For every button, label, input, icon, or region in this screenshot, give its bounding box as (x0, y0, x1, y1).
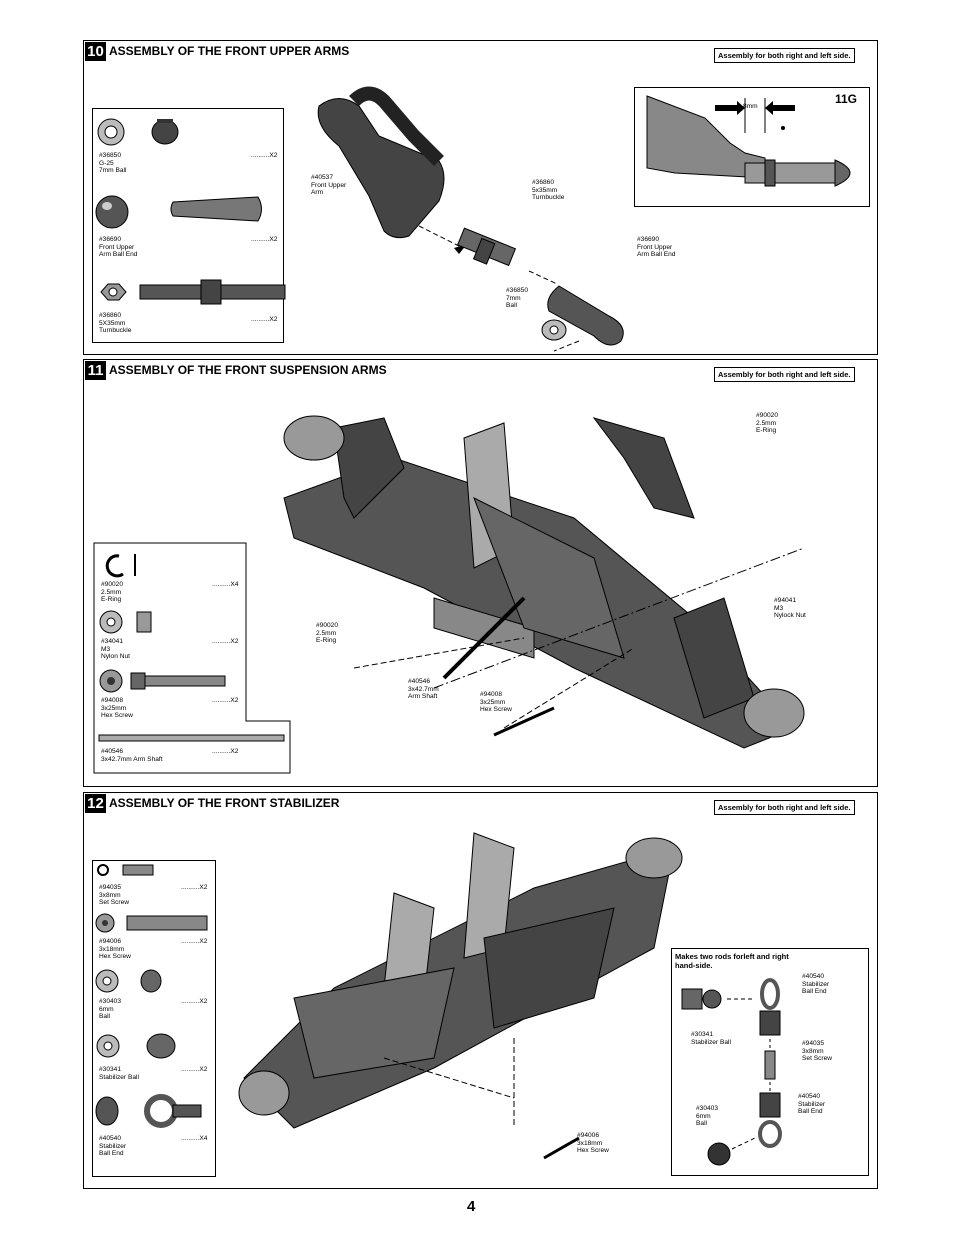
stabilizer-rod-inset: Makes two rods forleft and right hand-si… (671, 948, 869, 1176)
step-number: 10 (85, 42, 106, 61)
callout-turnbuckle: #36860 5x35mm Turnbuckle (532, 179, 565, 202)
part-qty: ..........X2 (251, 236, 278, 243)
part-label: #94008 3x25mm Hex Screw (101, 697, 133, 720)
callout-arm: #40537 Front Upper Arm (311, 174, 347, 197)
dimension-label: 8mm (743, 103, 758, 110)
part-label: #90020 2.5mm E-Ring (101, 581, 124, 604)
both-sides-note: Assembly for both right and left side. (714, 367, 855, 382)
callout-shaft: #40546 3x42.7mm Arm Shaft (408, 678, 439, 701)
inset-ballend-bottom: #40540 Stabilizer Ball End (798, 1093, 826, 1116)
step-number: 12 (85, 794, 106, 813)
section-title: ASSEMBLY OF THE FRONT STABILIZER (109, 796, 340, 810)
part-label: #34041 M3 Nylon Nut (101, 638, 130, 661)
step-number: 11 (85, 361, 106, 380)
part-qty: ..........X2 (212, 748, 239, 755)
callout-ballend: #36690 Front Upper Arm Ball End (637, 236, 676, 259)
inset-stabilizer-ball: #30341 Stabilizer Ball (691, 1031, 731, 1046)
parts-list-outline (93, 542, 291, 774)
part-qty: ..........X2 (212, 697, 239, 704)
upper-arm-exploded-view (317, 86, 624, 352)
section-12: 12 ASSEMBLY OF THE FRONT STABILIZER Asse… (83, 792, 878, 1189)
part-label: #94035 3x8mm Set Screw (99, 884, 130, 907)
part-qty: ..........X2 (181, 938, 208, 945)
part-label: #36860 5X35mm Turnbuckle (99, 312, 132, 335)
inset-ballend-top: #40540 Stabilizer Ball End (802, 973, 830, 996)
part-label: #30403 6mm Ball (99, 998, 122, 1021)
callout-nut: #94041 M3 Nylock Nut (774, 597, 806, 620)
length-detail-box: 8mm 11G (634, 87, 870, 207)
section-title: ASSEMBLY OF THE FRONT UPPER ARMS (109, 44, 350, 58)
parts-list-box: #94035 3x8mm Set Screw ..........X2 #940… (92, 860, 216, 1177)
part-label: #36850 G-25 7mm Ball (99, 152, 127, 175)
arm-shaft-icon (98, 734, 285, 742)
detail-reference: 11G (835, 92, 858, 106)
part-icons (95, 864, 208, 1128)
ball-icon (95, 118, 286, 305)
inset-setscrew: #94035 3x8mm Set Screw (802, 1040, 833, 1063)
part-qty: ..........X4 (181, 1135, 208, 1142)
parts-list-box: #36850 G-25 7mm Ball ..........X2 #36690… (92, 108, 286, 343)
part-label: #40546 3x42.7mm Arm Shaft (101, 748, 163, 763)
hex-screw-icon (99, 669, 226, 693)
nut-icon (99, 610, 152, 634)
part-qty: ..........X2 (251, 152, 278, 159)
callout-screw: #94006 3x18mm Hex Screw (577, 1132, 609, 1155)
section-title: ASSEMBLY OF THE FRONT SUSPENSION ARMS (109, 363, 387, 377)
callout-ball: #36850 7mm Ball (506, 287, 529, 310)
part-qty: ..........X2 (181, 884, 208, 891)
front-suspension-exploded-view (283, 415, 805, 749)
part-qty: ..........X2 (251, 316, 278, 323)
part-qty: ..........X2 (181, 998, 208, 1005)
part-qty: ..........X2 (181, 1066, 208, 1073)
callout-screw: #94008 3x25mm Hex Screw (480, 691, 512, 714)
part-qty: ..........X2 (212, 638, 239, 645)
arm-detail-drawing (646, 95, 851, 187)
page-number: 4 (467, 1198, 476, 1215)
front-stabilizer-exploded-view (238, 832, 683, 1160)
ball-icon (541, 319, 567, 341)
inset-title: Makes two rods forleft and right hand-si… (675, 952, 789, 970)
part-label: #30341 Stabilizer Ball (99, 1066, 139, 1081)
callout-ering: #90020 2.5mm E-Ring (316, 622, 339, 645)
part-qty: ..........X4 (212, 581, 239, 588)
e-ring-icon (105, 554, 136, 578)
part-label: #94006 3x18mm Hex Screw (99, 938, 131, 961)
part-label: #40540 Stabilizer Ball End (99, 1135, 127, 1158)
both-sides-note: Assembly for both right and left side. (714, 800, 855, 815)
inset-6mm-ball: #30403 6mm Ball (696, 1105, 719, 1128)
both-sides-note: Assembly for both right and left side. (714, 48, 855, 63)
stabilizer-rod-drawing (681, 978, 782, 1166)
section-10: 10 ASSEMBLY OF THE FRONT UPPER ARMS Asse… (83, 40, 878, 355)
callout-ering: #90020 2.5mm E-Ring (756, 412, 779, 435)
section-11: 11 ASSEMBLY OF THE FRONT SUSPENSION ARMS… (83, 359, 878, 787)
part-label: #36690 Front Upper Arm Ball End (99, 236, 138, 259)
